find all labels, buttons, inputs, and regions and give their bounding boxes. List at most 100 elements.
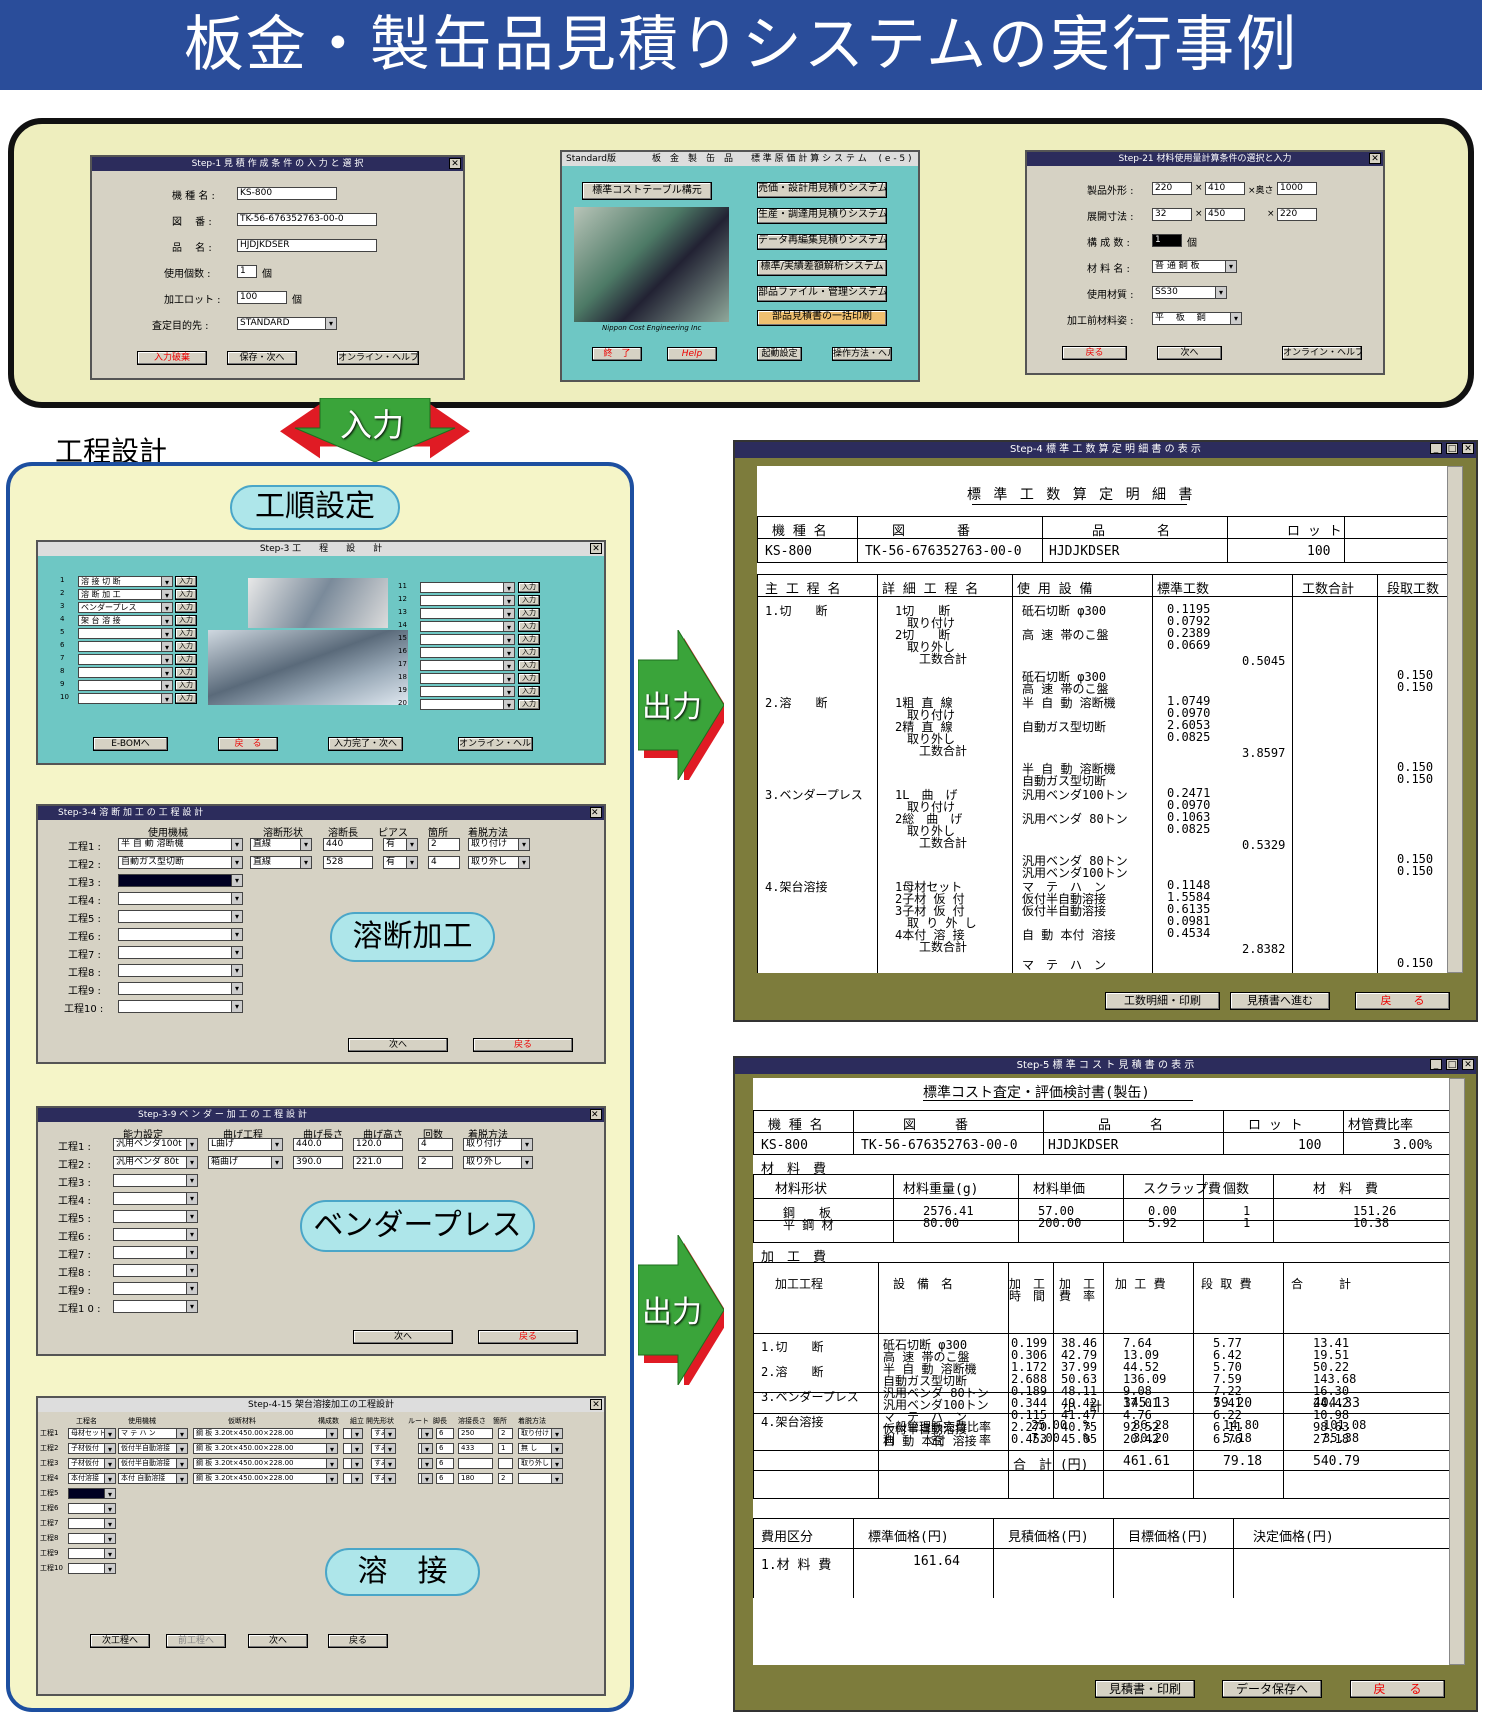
next-process-button[interactable]: 次工程へ xyxy=(90,1634,150,1648)
minimize-icon[interactable]: _ xyxy=(1430,443,1442,454)
process-select[interactable] xyxy=(68,1503,116,1514)
back-button[interactable]: 戻 る xyxy=(218,737,278,751)
process-select[interactable] xyxy=(420,673,515,684)
machine-select[interactable] xyxy=(118,874,243,887)
drawing-number-field[interactable]: TK-56-676352763-00-0 xyxy=(237,213,377,226)
process-select[interactable]: 溶 接 切 断 xyxy=(78,576,173,587)
capacity-select[interactable] xyxy=(113,1210,198,1223)
close-icon[interactable]: ✕ xyxy=(590,807,602,818)
cell-field[interactable] xyxy=(343,1443,363,1454)
back-button[interactable]: 戻る xyxy=(1062,346,1127,360)
back-button[interactable]: 戻る xyxy=(473,1038,573,1052)
process-select[interactable] xyxy=(68,1533,116,1544)
cell-field[interactable]: 390.0 xyxy=(293,1156,343,1169)
cell-field[interactable]: 鋼 板 3.20t×450.00×228.00 xyxy=(193,1443,338,1454)
back-button[interactable]: 戻る xyxy=(328,1634,388,1648)
cell-field[interactable]: 鋼 板 3.20t×450.00×228.00 xyxy=(193,1428,338,1439)
input-button[interactable]: 入力 xyxy=(518,608,540,619)
cell-field[interactable]: 2 xyxy=(498,1473,513,1484)
cell-field[interactable]: すみ肉 xyxy=(371,1428,396,1439)
input-button[interactable]: 入力 xyxy=(518,582,540,593)
machine-select[interactable] xyxy=(118,982,243,995)
cell-field[interactable]: すみ肉 xyxy=(371,1443,396,1454)
cell-field[interactable]: 子材仮付 xyxy=(68,1458,116,1469)
close-icon[interactable]: ✕ xyxy=(449,158,461,169)
cell-field[interactable]: 528 xyxy=(323,856,373,869)
discard-button[interactable]: 入力破棄 xyxy=(137,351,207,365)
cell-field[interactable]: 440 xyxy=(323,838,373,851)
close-icon[interactable]: ✕ xyxy=(590,1399,602,1410)
process-select[interactable] xyxy=(68,1488,116,1499)
prev-process-button[interactable]: 前工程へ xyxy=(166,1634,226,1648)
cell-field[interactable]: 直線 xyxy=(250,838,312,851)
purpose-select[interactable]: STANDARD xyxy=(237,317,337,330)
process-select[interactable] xyxy=(78,667,173,678)
ebom-button[interactable]: E-BOMへ xyxy=(93,737,168,751)
cell-field[interactable] xyxy=(343,1428,363,1439)
process-select[interactable] xyxy=(78,628,173,639)
cell-field[interactable] xyxy=(458,1458,493,1469)
cell-field[interactable]: L曲げ xyxy=(208,1138,283,1151)
cell-field[interactable]: 2 xyxy=(418,1156,453,1169)
back-button[interactable]: 戻る xyxy=(478,1330,578,1344)
outer-dim-field[interactable]: 1000 xyxy=(1277,182,1317,195)
input-button[interactable]: 入力 xyxy=(175,693,197,704)
process-select[interactable] xyxy=(420,647,515,658)
cell-field[interactable]: 2 xyxy=(428,838,460,851)
process-select[interactable] xyxy=(78,641,173,652)
cell-field[interactable]: 本付 自動溶接 xyxy=(118,1473,188,1484)
input-button[interactable]: 入力 xyxy=(175,667,197,678)
next-button[interactable]: 次へ xyxy=(353,1330,453,1344)
process-select[interactable] xyxy=(420,634,515,645)
cell-field[interactable]: 無 し xyxy=(518,1443,563,1454)
outer-dim-field[interactable]: 220 xyxy=(1152,182,1192,195)
estimate-print-button[interactable]: 見積書・印刷 xyxy=(1095,1680,1195,1698)
input-button[interactable]: 入力 xyxy=(518,660,540,671)
close-icon[interactable]: ✕ xyxy=(1462,443,1474,454)
process-select[interactable] xyxy=(420,595,515,606)
maximize-icon[interactable]: □ xyxy=(1446,1059,1458,1070)
online-help-button[interactable]: オンライン・ヘルプ xyxy=(458,737,533,751)
input-button[interactable]: 入力 xyxy=(175,602,197,613)
cell-field[interactable] xyxy=(518,1473,563,1484)
cell-field[interactable]: 取り付け xyxy=(468,838,530,851)
cell-field[interactable]: 6 xyxy=(436,1458,454,1469)
machine-select[interactable] xyxy=(118,892,243,905)
menu-item-production-estimate[interactable]: 生産・調達用見積りシステム xyxy=(757,208,887,224)
capacity-select[interactable] xyxy=(113,1174,198,1187)
cell-field[interactable]: 直線 xyxy=(250,856,312,869)
menu-item-data-reedit[interactable]: データ再編集見積りシステム xyxy=(757,234,887,250)
part-name-field[interactable]: HJDJKDSER xyxy=(237,239,377,252)
cell-field[interactable]: 汎用ベンダ 80t xyxy=(113,1156,198,1169)
cell-field[interactable]: 0 xyxy=(418,1458,433,1469)
next-button[interactable]: 次へ xyxy=(1157,346,1222,360)
process-select[interactable] xyxy=(68,1518,116,1529)
cell-field[interactable]: 2 xyxy=(498,1428,513,1439)
machine-select[interactable] xyxy=(118,1000,243,1013)
cell-field[interactable]: 箱曲げ xyxy=(208,1156,283,1169)
cost-table-button[interactable]: 標準コストテーブル構元 xyxy=(582,182,712,200)
labor-detail-print-button[interactable]: 工数明細・印刷 xyxy=(1105,992,1220,1010)
cell-field[interactable]: 有 xyxy=(383,856,418,869)
dev-dim-field[interactable]: 220 xyxy=(1277,208,1317,221)
process-select[interactable] xyxy=(68,1548,116,1559)
online-help-button[interactable]: オンライン・ヘルプ xyxy=(337,351,419,365)
input-button[interactable]: 入力 xyxy=(175,628,197,639)
cell-field[interactable] xyxy=(343,1458,363,1469)
cell-field[interactable]: 取り外し xyxy=(468,856,530,869)
process-select[interactable] xyxy=(420,608,515,619)
vertical-scrollbar[interactable] xyxy=(1449,1078,1465,1665)
form-select[interactable]: 平 板 鋼 xyxy=(1152,312,1242,325)
cell-field[interactable]: マ テ ハ ン xyxy=(118,1428,188,1439)
input-button[interactable]: 入力 xyxy=(518,686,540,697)
quantity-field[interactable]: 1 xyxy=(237,265,257,278)
data-save-button[interactable]: データ保存へ xyxy=(1222,1680,1322,1698)
cell-field[interactable]: 120.0 xyxy=(353,1138,403,1151)
cell-field[interactable]: 本付溶接 xyxy=(68,1473,116,1484)
capacity-select[interactable] xyxy=(113,1300,198,1313)
back-button[interactable]: 戻 る xyxy=(1350,1680,1445,1698)
proceed-to-estimate-button[interactable]: 見積書へ進む xyxy=(1230,992,1330,1010)
process-select[interactable] xyxy=(420,660,515,671)
machine-select[interactable] xyxy=(118,928,243,941)
dev-dim-field[interactable]: 32 xyxy=(1152,208,1192,221)
